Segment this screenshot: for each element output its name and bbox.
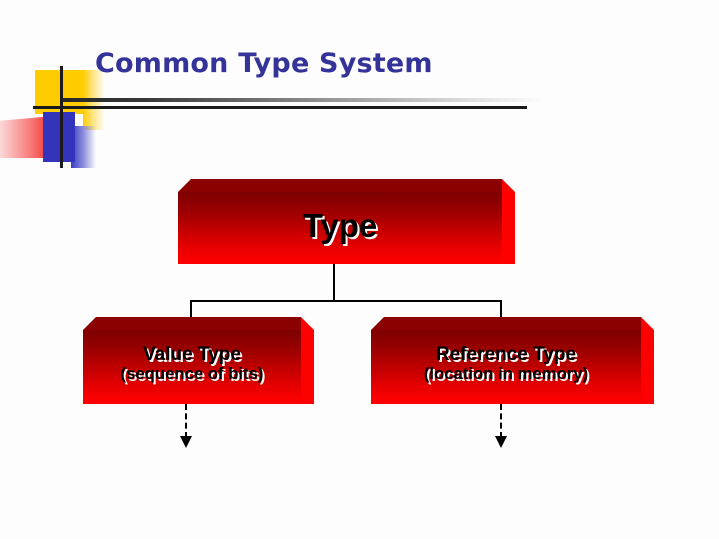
node-subtitle: (location in memory) bbox=[423, 364, 589, 384]
diagram-node-value-type[interactable]: Value Type (sequence of bits) bbox=[83, 317, 314, 404]
arrow-head-icon bbox=[180, 436, 192, 448]
title-underline-rule bbox=[62, 98, 540, 102]
decoration-horizontal-line bbox=[33, 106, 527, 109]
connector-right-drop bbox=[500, 300, 502, 330]
diagram-node-value-type-label: Value Type (sequence of bits) bbox=[83, 344, 301, 384]
diagram-node-reference-type-label: Reference Type (location in memory) bbox=[371, 344, 641, 384]
node-subtitle: (sequence of bits) bbox=[120, 364, 264, 384]
node-top-face bbox=[83, 317, 301, 330]
connector-horizontal-bar bbox=[190, 300, 502, 302]
dashed-arrow-down-left bbox=[180, 404, 192, 452]
dashed-arrow-down-right bbox=[495, 404, 507, 452]
arrow-head-icon bbox=[495, 436, 507, 448]
connector-left-drop bbox=[190, 300, 192, 330]
arrow-shaft bbox=[500, 404, 502, 438]
arrow-shaft bbox=[185, 404, 187, 438]
node-side-face bbox=[641, 317, 654, 404]
node-front-face bbox=[178, 192, 502, 264]
connector-root-stem bbox=[333, 264, 335, 301]
decoration-vertical-line bbox=[60, 66, 63, 168]
page-title: Common Type System bbox=[95, 48, 433, 79]
node-top-face bbox=[371, 317, 641, 330]
diagram-node-type[interactable]: Type bbox=[178, 179, 515, 264]
node-title: Value Type bbox=[143, 344, 241, 365]
node-front-face bbox=[371, 330, 641, 404]
slide-decoration bbox=[0, 60, 527, 170]
diagram-node-type-label: Type bbox=[302, 207, 378, 244]
node-side-face bbox=[301, 317, 314, 404]
node-title: Reference Type bbox=[435, 344, 577, 365]
diagram-node-reference-type[interactable]: Reference Type (location in memory) bbox=[371, 317, 654, 404]
node-top-face bbox=[178, 179, 502, 192]
decoration-blue-square bbox=[43, 112, 75, 162]
node-side-face bbox=[502, 179, 515, 264]
node-front-face bbox=[83, 330, 301, 404]
decoration-blue-gradient-block bbox=[71, 126, 96, 168]
